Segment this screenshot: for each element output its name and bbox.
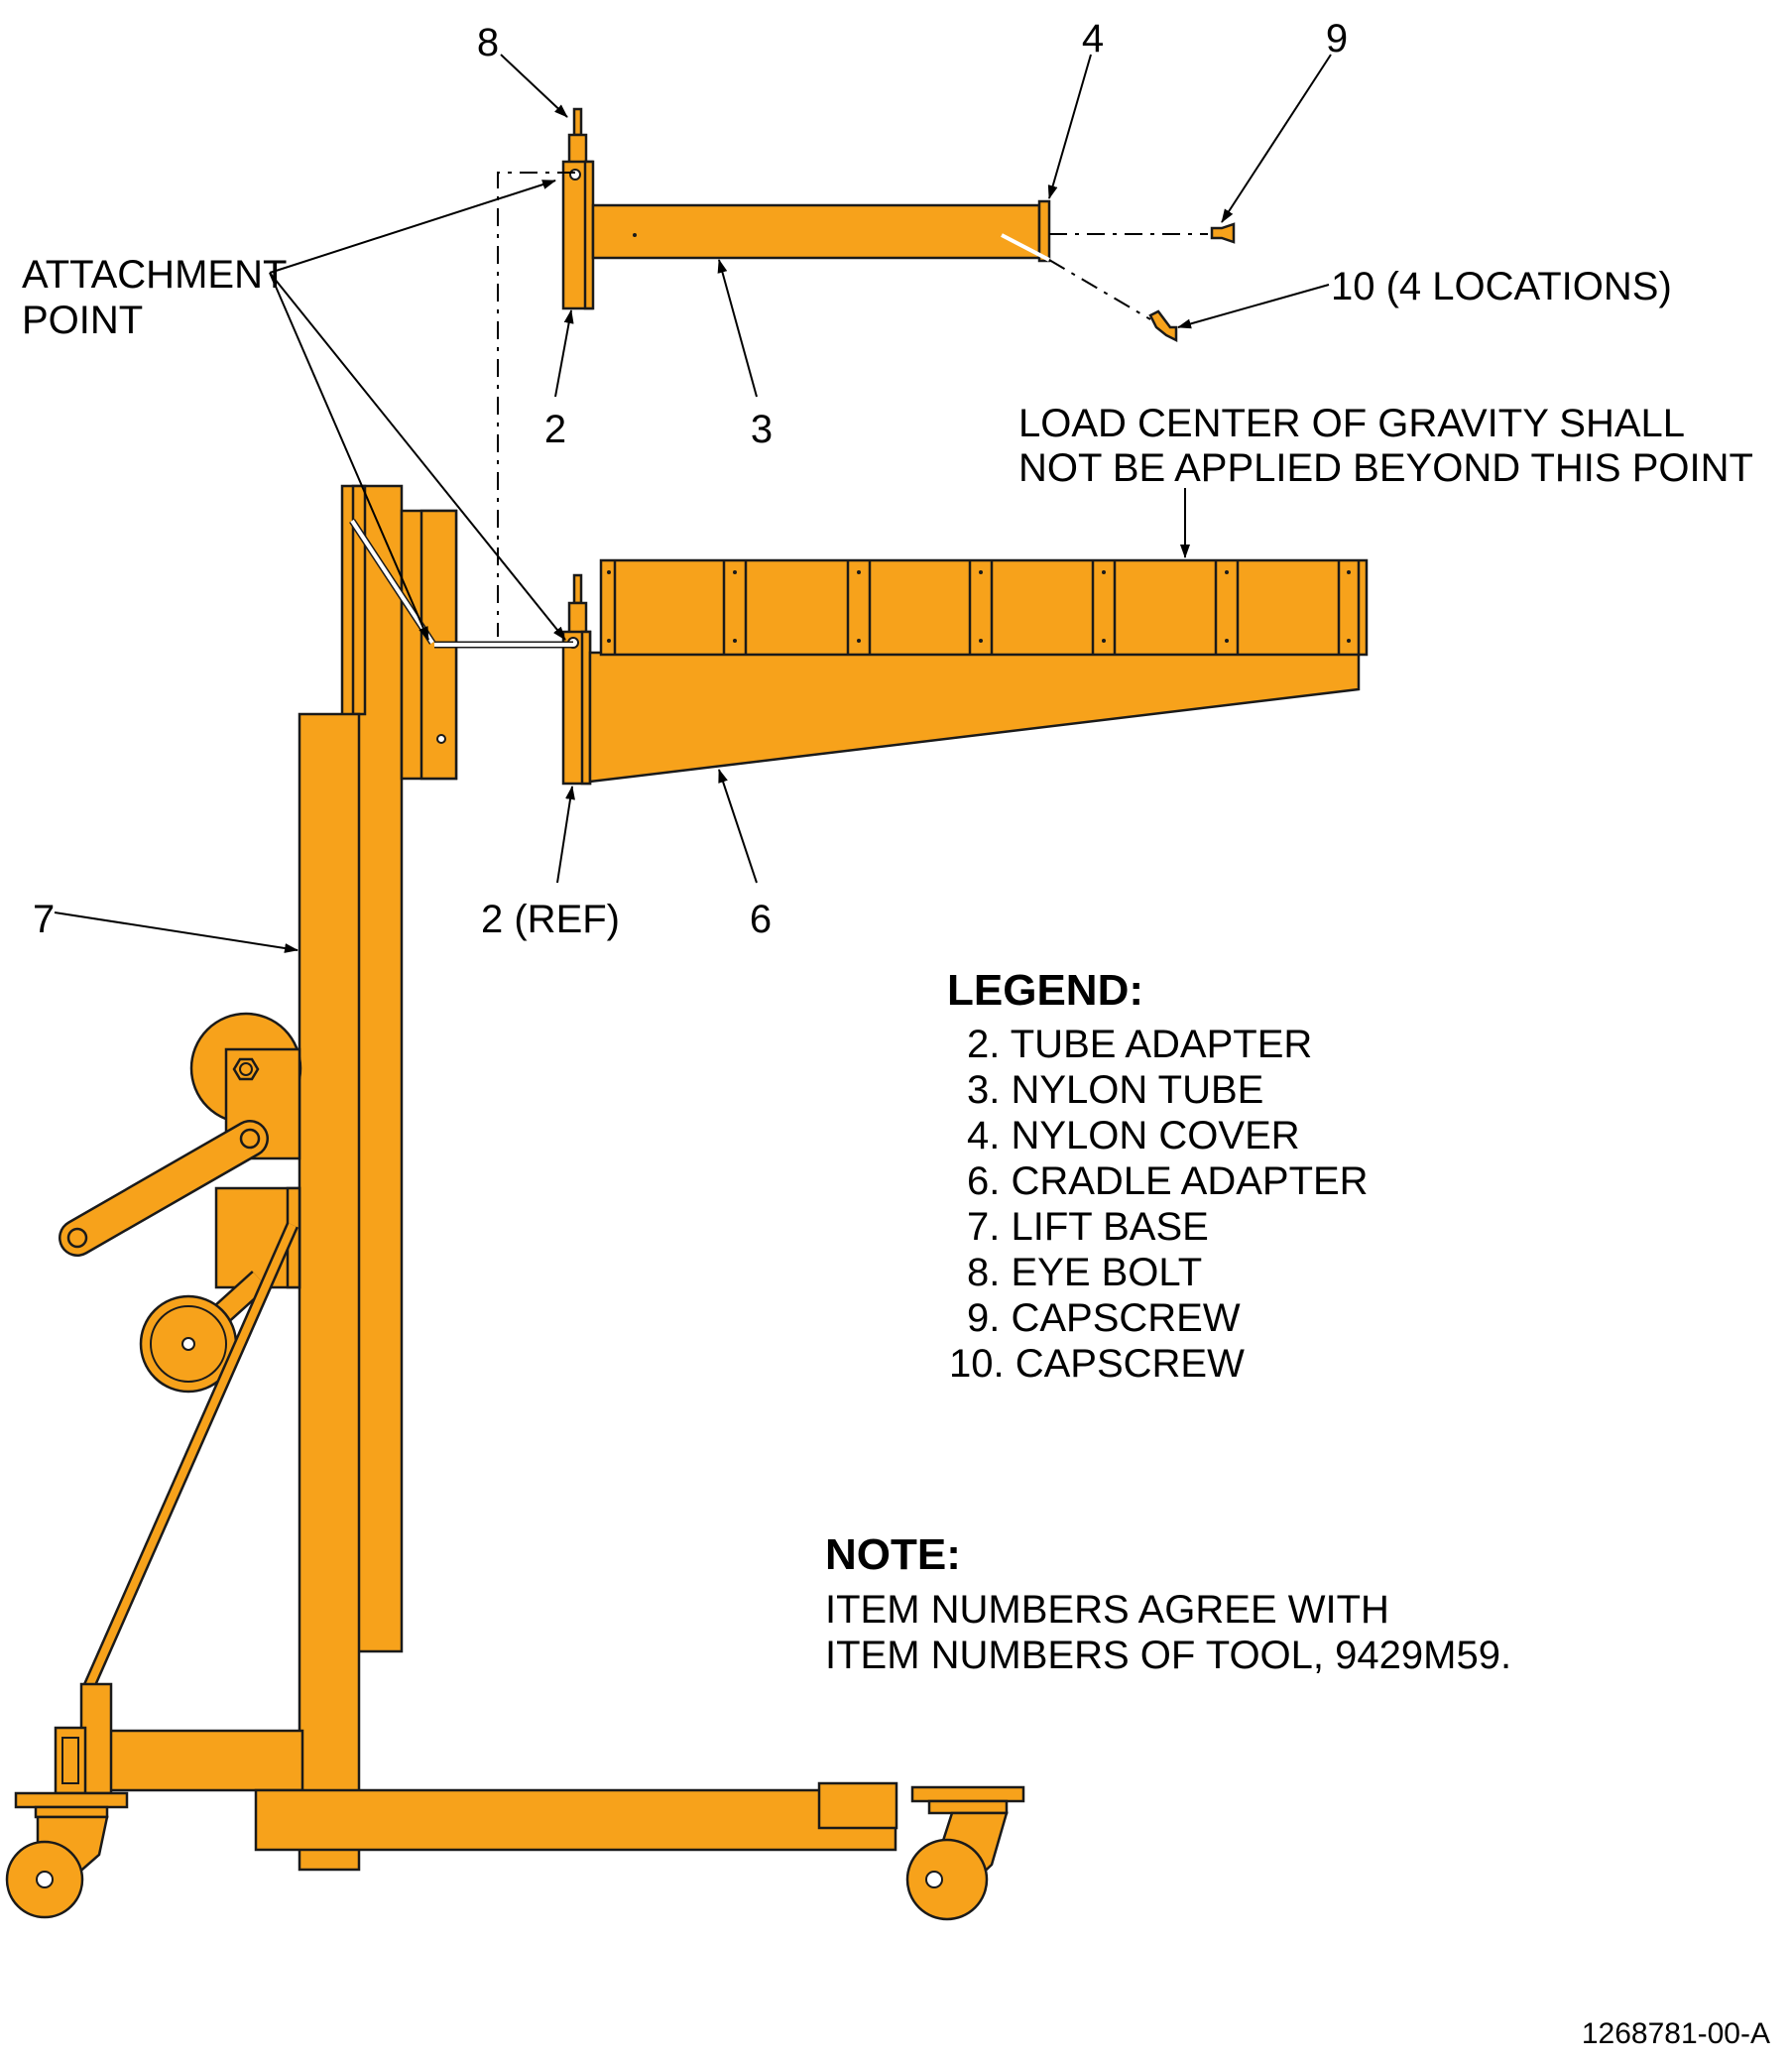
cradle-top: [599, 558, 1369, 657]
legend-title: LEGEND:: [947, 966, 1143, 1015]
callout-3: 3: [751, 408, 773, 451]
callout-labels: 8 4 9 10 (4 LOCATIONS) ATTACHMENT POINT …: [22, 17, 1753, 941]
tube-assembly: [561, 107, 1236, 343]
legend-item-6: 6. CRADLE ADAPTER: [967, 1159, 1369, 1203]
callout-cog-line2: NOT BE APPLIED BEYOND THIS POINT: [1018, 446, 1753, 490]
eye-bolt-body: [567, 133, 588, 165]
attachment-link: [350, 519, 434, 645]
mast-front: [298, 712, 361, 1872]
callout-9: 9: [1326, 17, 1348, 61]
eye-bolt-stem: [572, 107, 583, 137]
front-lug: [817, 1781, 898, 1830]
tube-mark: [633, 233, 637, 237]
legend-item-2: 2. TUBE ADAPTER: [967, 1023, 1312, 1066]
crank-handle: [60, 1122, 267, 1255]
tube-adapter-eye: [569, 169, 581, 181]
cradle-adapter-body: [588, 651, 1361, 784]
leader-3: [717, 259, 758, 398]
leader-7: [54, 911, 299, 953]
callout-attachment-line2: POINT: [22, 299, 143, 342]
legend-item-7: 7. LIFT BASE: [967, 1205, 1209, 1249]
leader-lines: [54, 54, 1332, 953]
front-caster-swivel: [927, 1799, 1009, 1815]
leader-8: [500, 54, 568, 118]
front-caster-plate: [910, 1785, 1025, 1803]
crank-knob-hole: [66, 1227, 88, 1249]
leader-2: [554, 309, 574, 398]
base-bar: [254, 1788, 897, 1852]
cradle-bolts: [607, 570, 1351, 643]
tube-screw-path: [1001, 233, 1050, 262]
front-caster-axle: [925, 1871, 943, 1888]
alignment-dash-vertical: [497, 172, 575, 637]
leader-10: [1177, 284, 1330, 329]
ref-eye-bolt-body: [567, 601, 588, 635]
cradle-segments: [613, 560, 1361, 655]
leader-4: [1047, 54, 1092, 199]
note-title: NOTE:: [825, 1530, 961, 1579]
legend-item-10: 10. CAPSCREW: [949, 1342, 1245, 1386]
lower-pulley-hole: [181, 1337, 195, 1351]
leader-attach-pin: [269, 272, 566, 641]
rear-caster-axle: [36, 1871, 54, 1888]
legend-item-8: 8. EYE BOLT: [967, 1251, 1202, 1294]
crank-pivot-hole: [239, 1128, 261, 1150]
callout-6: 6: [750, 898, 772, 941]
callout-10: 10 (4 LOCATIONS): [1331, 265, 1672, 308]
alignment-lines: [349, 172, 1208, 649]
lower-pulley-rim: [150, 1305, 227, 1383]
callout-7: 7: [33, 898, 55, 941]
front-caster-wheel: [905, 1838, 989, 1921]
callout-attachment-line1: ATTACHMENT: [22, 253, 287, 297]
legend-item-3: 3. NYLON TUBE: [967, 1068, 1263, 1112]
capscrew-10: [1148, 309, 1178, 343]
capscrew-9: [1210, 222, 1236, 244]
callout-2ref: 2 (REF): [481, 898, 620, 941]
note-line2: ITEM NUMBERS OF TOOL, 9429M59.: [825, 1634, 1511, 1677]
rear-caster-plate: [14, 1791, 129, 1809]
cradle-assembly: [561, 558, 1369, 786]
callout-4: 4: [1082, 17, 1104, 61]
note: NOTE: ITEM NUMBERS AGREE WITH ITEM NUMBE…: [825, 1530, 1511, 1677]
rear-caster-swivel: [34, 1805, 109, 1819]
legend-item-9: 9. CAPSCREW: [967, 1296, 1241, 1340]
carriage-hole: [436, 734, 446, 744]
ref-eye-bolt-stem: [572, 573, 583, 605]
rear-arm: [102, 1729, 304, 1792]
nylon-tube: [591, 203, 1041, 260]
diagonal-brace: [85, 1223, 297, 1688]
callout-8: 8: [477, 21, 499, 64]
leader-9: [1221, 54, 1332, 223]
callout-cog-line1: LOAD CENTER OF GRAVITY SHALL: [1018, 402, 1685, 445]
callout-2: 2: [544, 408, 566, 451]
lift-base: [5, 484, 1025, 1921]
note-line1: ITEM NUMBERS AGREE WITH: [825, 1588, 1389, 1632]
nylon-cover: [1037, 199, 1051, 263]
winch-nut-hole: [239, 1062, 253, 1076]
legend: LEGEND: 2. TUBE ADAPTER 3. NYLON TUBE 4.…: [947, 966, 1369, 1386]
leader-6: [718, 769, 758, 884]
leader-2ref: [556, 786, 575, 884]
rear-pad-slot: [61, 1737, 79, 1784]
document-number: 1268781-00-A: [1582, 2017, 1770, 2050]
winch-nut: [232, 1057, 260, 1081]
alignment-dash-capscrew-10: [1048, 259, 1151, 320]
leader-attach-link: [269, 272, 429, 641]
leader-attach-top: [269, 180, 556, 274]
legend-item-4: 4. NYLON COVER: [967, 1114, 1300, 1157]
